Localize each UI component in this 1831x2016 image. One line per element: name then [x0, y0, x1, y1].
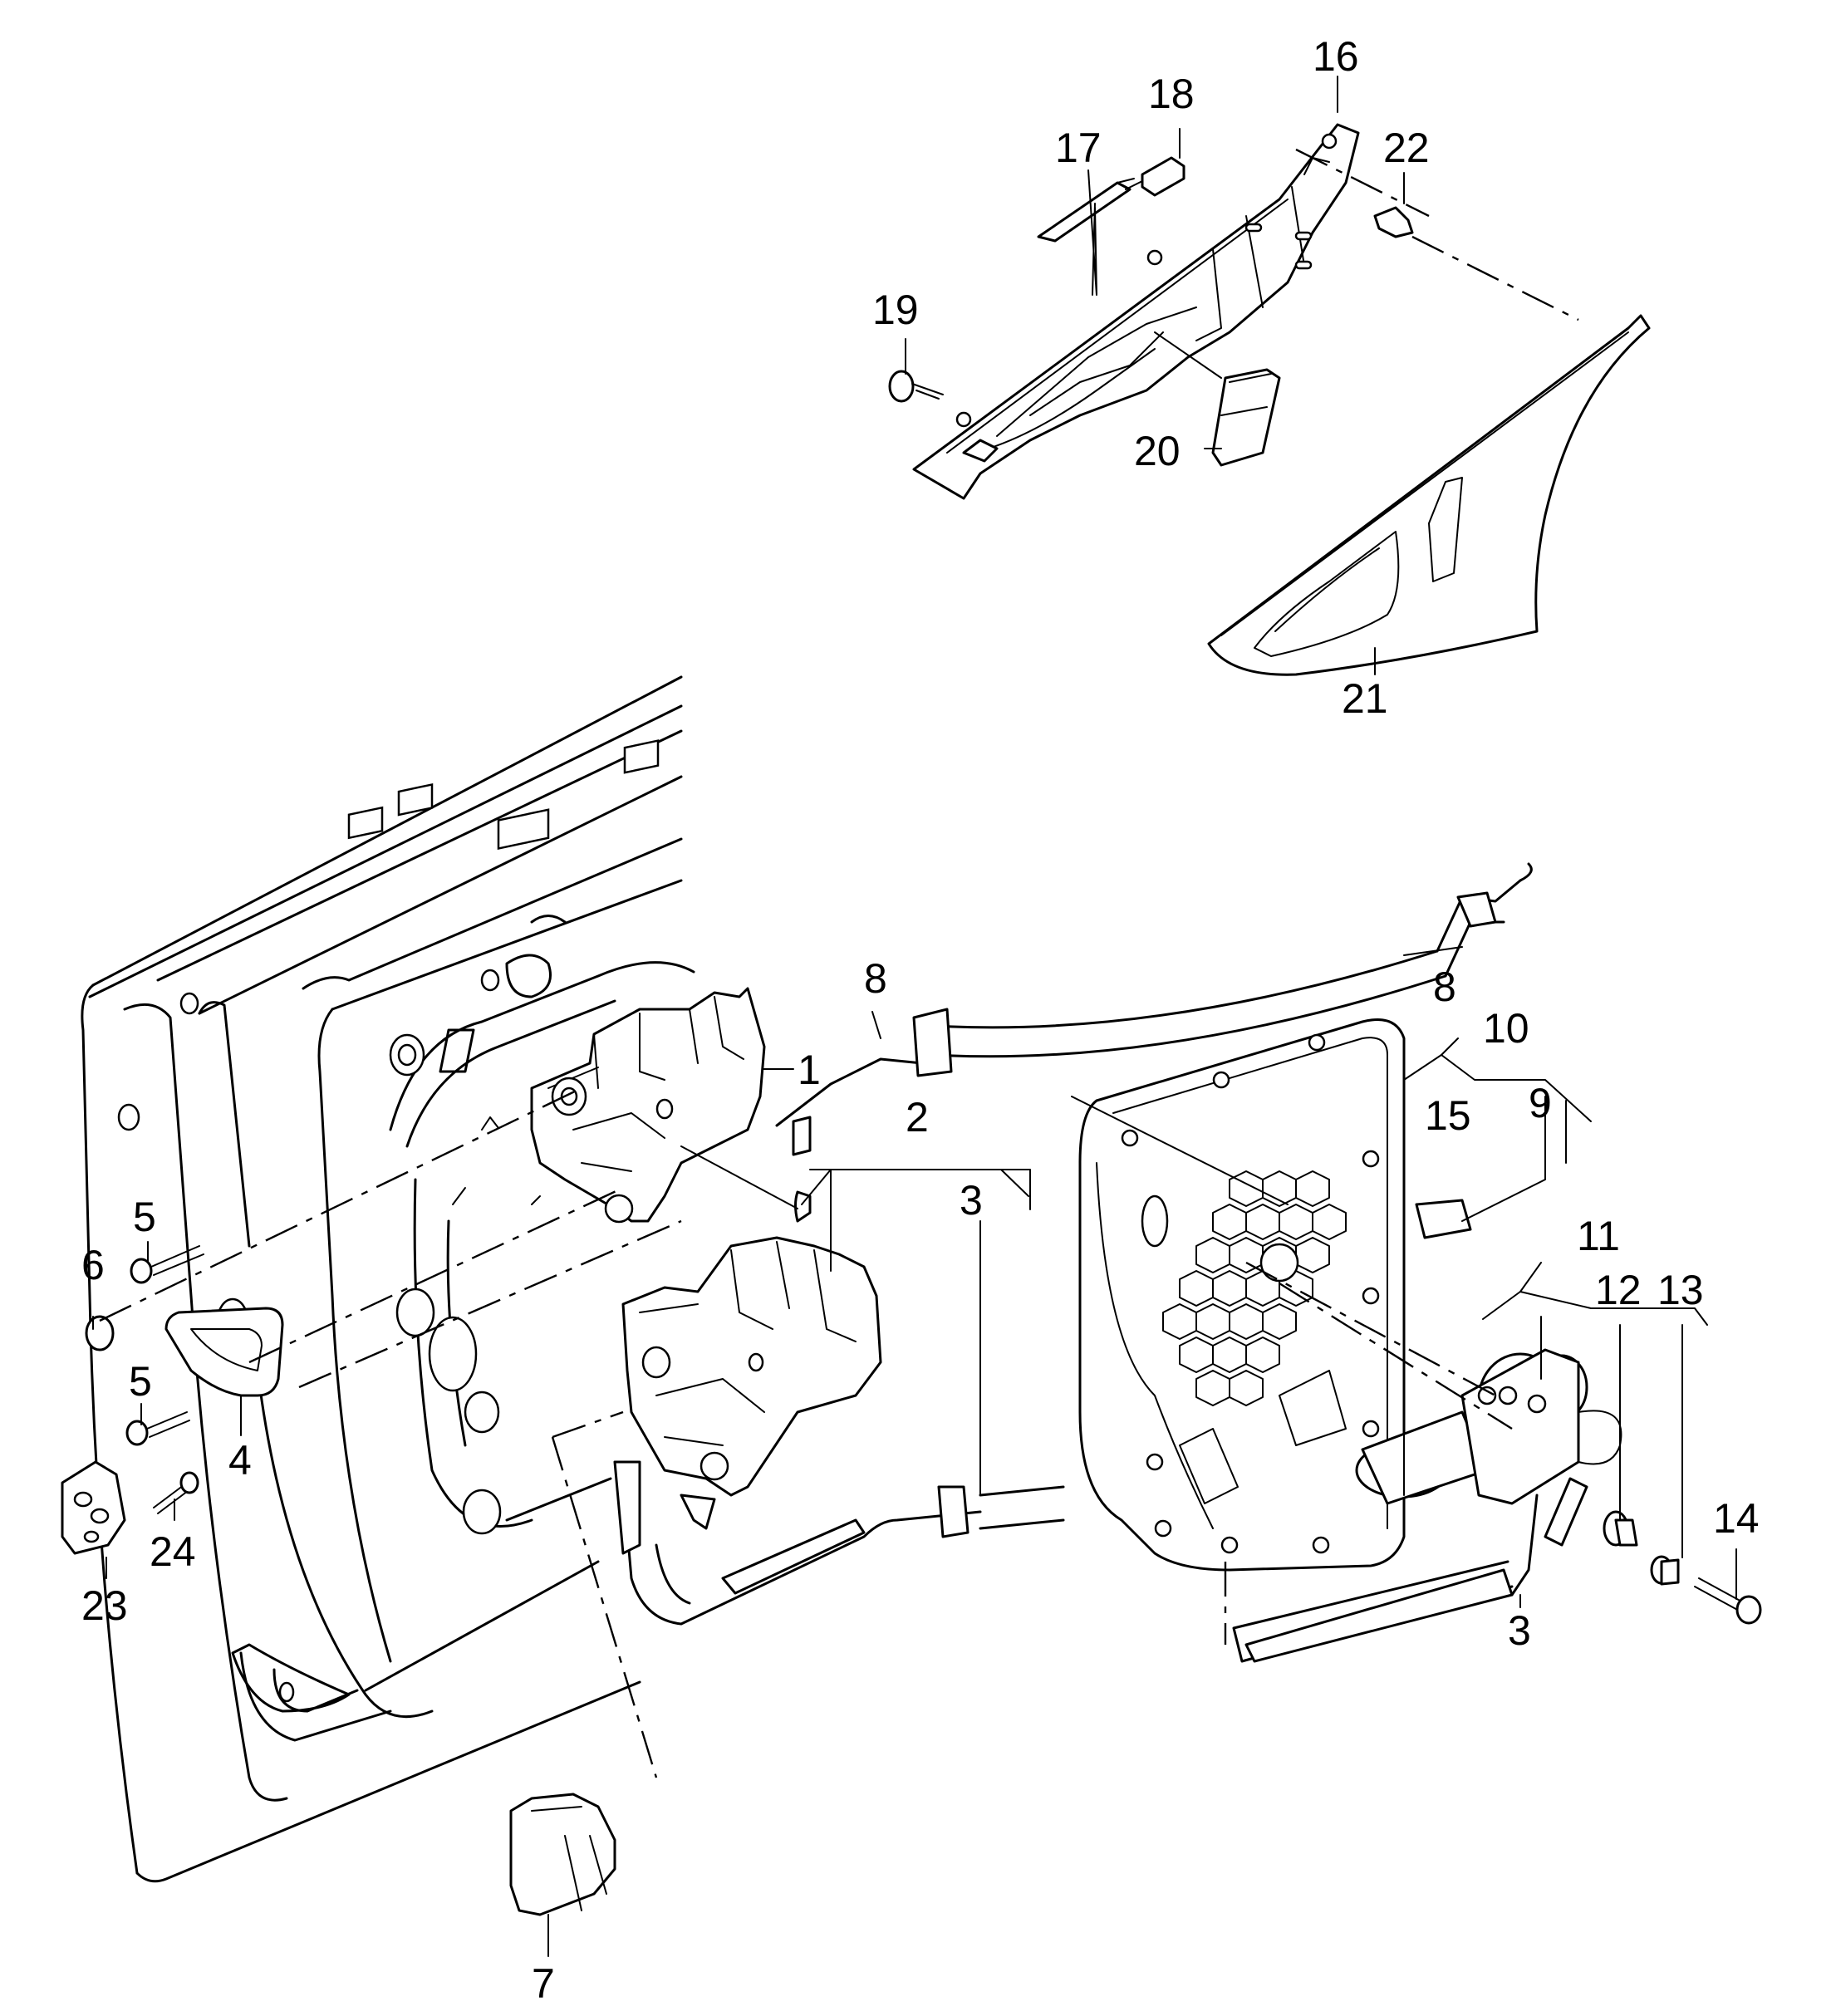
callout-13: 13 [1657, 1267, 1704, 1313]
callout-10: 10 [1483, 1005, 1529, 1052]
honeycomb [1162, 1170, 1347, 1406]
callout-21: 21 [1342, 675, 1388, 722]
cable-3 [613, 1460, 1588, 1663]
pad-15 [1415, 1199, 1472, 1239]
screw-24 [153, 1471, 199, 1514]
callout-7: 7 [532, 1960, 555, 2007]
callout-17: 17 [1055, 125, 1102, 171]
callout-14: 14 [1713, 1495, 1760, 1542]
striker-plate-4 [164, 1307, 284, 1397]
spacer-13 [1650, 1555, 1680, 1586]
callout-6: 6 [81, 1242, 105, 1288]
trim-panel-21 [1207, 314, 1651, 676]
clip-18 [1125, 156, 1185, 197]
window-motor-11 [1355, 1348, 1622, 1505]
callout-2: 2 [906, 1094, 929, 1140]
leader-lines [92, 76, 1737, 1957]
door-lock-2 [621, 1236, 882, 1530]
bolt-14 [1694, 1577, 1762, 1625]
striker-23 [61, 1460, 126, 1555]
callout-3-lower: 3 [1508, 1607, 1531, 1654]
bolt-19 [888, 370, 944, 403]
callout-1: 1 [798, 1047, 821, 1093]
actuator-7 [509, 1793, 616, 1916]
callout-3-upper: 3 [960, 1177, 983, 1224]
trim-strip-17 [1037, 178, 1135, 243]
callout-4: 4 [228, 1437, 252, 1484]
callout-5-lower: 5 [129, 1358, 152, 1405]
cap-6 [85, 1315, 115, 1351]
callout-15: 15 [1425, 1092, 1471, 1139]
callout-23: 23 [81, 1582, 128, 1629]
callout-18: 18 [1148, 71, 1195, 117]
module-panel-9 [1078, 1018, 1406, 1572]
callout-8-left: 8 [864, 955, 887, 1002]
callout-12: 12 [1595, 1267, 1642, 1313]
bolt-5-lower [125, 1411, 190, 1446]
callout-22: 22 [1383, 125, 1430, 171]
callout-labels: 1 2 3 3 4 5 5 6 7 8 8 9 10 11 12 13 14 1… [81, 33, 1760, 2007]
cable-8 [775, 862, 1533, 1156]
callout-19: 19 [872, 287, 919, 333]
switch-20 [1211, 368, 1281, 467]
callout-5-upper: 5 [133, 1194, 156, 1240]
door-lock-1 [530, 987, 812, 1224]
door-shell [81, 675, 695, 1883]
grommet-12 [1603, 1510, 1638, 1547]
bolt-5-upper [130, 1245, 204, 1284]
callout-9: 9 [1529, 1080, 1552, 1126]
callout-16: 16 [1313, 33, 1359, 80]
dash-lines [99, 148, 1579, 1778]
callout-11: 11 [1577, 1213, 1620, 1259]
clip-22 [1373, 206, 1414, 238]
handle-carrier [912, 123, 1360, 500]
callout-20: 20 [1134, 428, 1181, 474]
callout-24: 24 [150, 1528, 196, 1575]
callout-8-right: 8 [1433, 964, 1456, 1010]
